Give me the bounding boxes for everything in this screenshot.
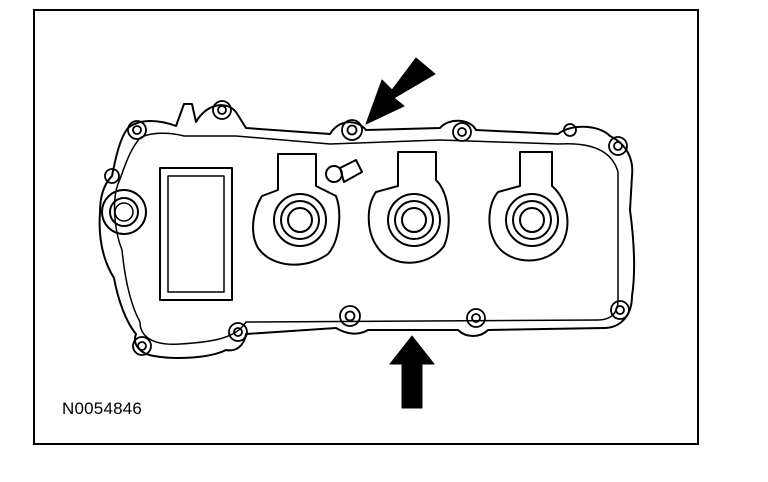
valve-cover-inner-rim [113,132,619,345]
oil-filler-cap [101,189,147,235]
spark-plug-seal-3 [505,193,559,247]
cover-bolts [104,100,630,356]
bolt [104,168,120,184]
figure-id-label: N0054846 [62,399,143,418]
coil-pocket-2 [367,151,450,264]
bolt [132,336,152,356]
bolt [341,119,363,141]
coil-pocket-1 [252,153,341,266]
bolt [228,322,248,342]
figure-frame [33,9,699,445]
arrow-upper [365,57,436,125]
bolt [608,136,628,156]
bolt [563,123,577,137]
pcv-fitting [325,159,363,183]
bolt [212,100,232,120]
valve-cover-outline [98,103,636,359]
spark-plug-seal-1 [273,193,327,247]
oil-fill-panel-inner [167,175,225,293]
bolt [127,120,147,140]
oil-fill-panel [159,167,233,301]
coil-pocket-3 [488,151,569,262]
bolt [466,308,486,328]
spark-plug-seal-2 [387,193,441,247]
bolt [339,305,361,327]
arrow-lower [389,335,435,409]
bolt [452,122,472,142]
oil-filler-cap-inner [109,197,139,227]
bolt [610,300,630,320]
